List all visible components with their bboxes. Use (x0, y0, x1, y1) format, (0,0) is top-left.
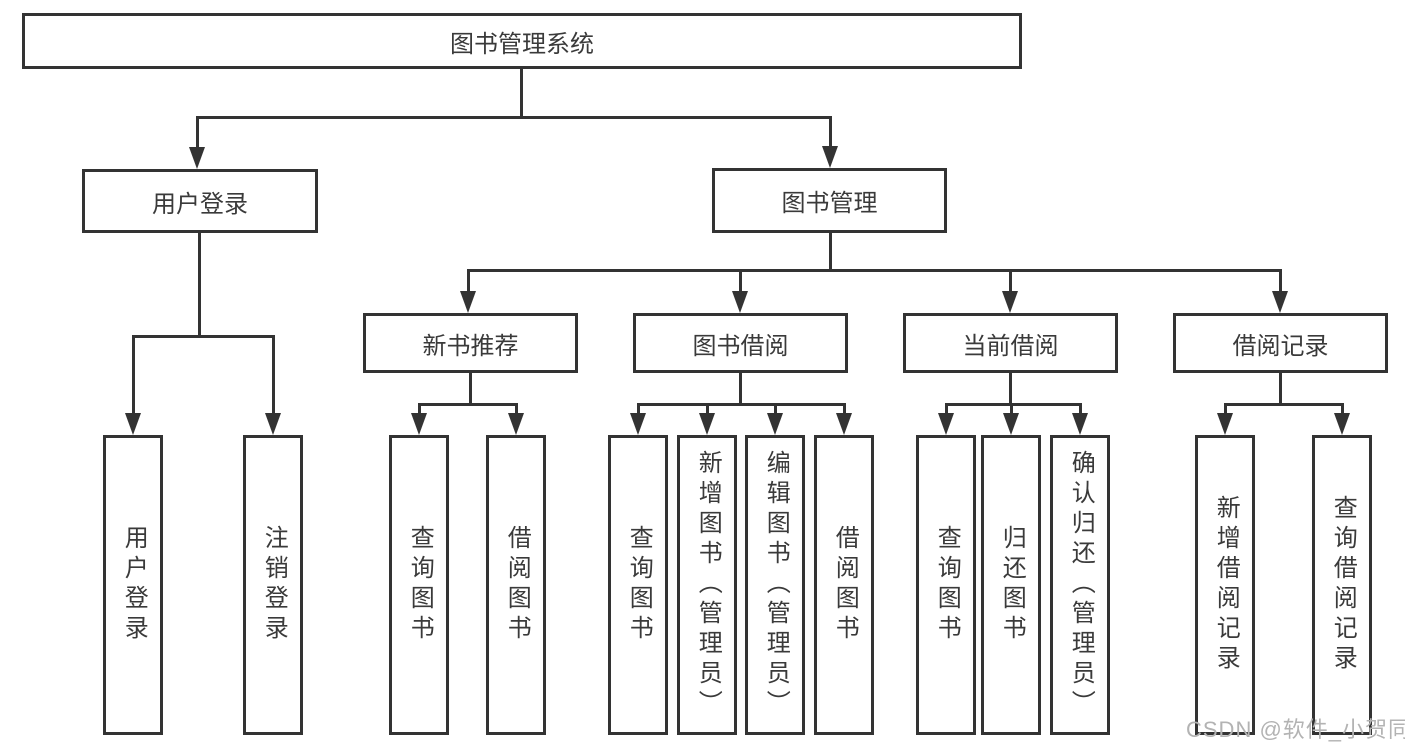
connector-line (198, 233, 201, 337)
node-label: 图书借阅 (692, 332, 789, 360)
connector-line (1279, 269, 1282, 293)
node-label: 编辑图书（管理员） (762, 450, 790, 720)
watermark: CSDN @软件_小贺同学 (1186, 717, 1405, 742)
connector-line (418, 403, 518, 406)
node-book-management: 图书管理 (712, 168, 947, 233)
arrowhead-icon (460, 291, 476, 313)
node-leaf-current-query-books: 查询图书 (916, 435, 976, 735)
node-label: 查询图书 (933, 525, 961, 645)
connector-line (1010, 403, 1013, 415)
node-leaf-borrowing-query-books: 查询图书 (608, 435, 668, 735)
node-root: 图书管理系统 (22, 13, 1022, 69)
node-leaf-user-login: 用户登录 (103, 435, 163, 735)
node-label: 当前借阅 (962, 332, 1059, 360)
node-label: 用户登录 (152, 190, 248, 218)
node-leaf-records-add-record: 新增借阅记录 (1195, 435, 1255, 735)
node-label: 新书推荐 (422, 332, 519, 360)
arrowhead-icon (411, 413, 427, 435)
connector-line (1341, 403, 1344, 415)
connector-line (272, 335, 275, 415)
arrowhead-icon (732, 291, 748, 313)
connector-line (132, 335, 275, 338)
node-label: 查询图书 (625, 525, 653, 645)
node-leaf-current-return-books: 归还图书 (981, 435, 1041, 735)
arrowhead-icon (836, 413, 852, 435)
connector-line (467, 269, 1282, 272)
connector-line (520, 68, 523, 118)
node-label: 用户登录 (120, 525, 148, 645)
connector-line (945, 403, 948, 415)
node-leaf-records-query-record: 查询借阅记录 (1312, 435, 1372, 735)
connector-line (196, 116, 832, 119)
connector-line (706, 403, 709, 415)
connector-line (1224, 403, 1227, 415)
arrowhead-icon (822, 146, 838, 168)
arrowhead-icon (938, 413, 954, 435)
node-leaf-borrowing-borrow-books: 借阅图书 (814, 435, 874, 735)
arrowhead-icon (699, 413, 715, 435)
node-label: 图书管理 (781, 190, 878, 217)
arrowhead-icon (1272, 291, 1288, 313)
connector-line (196, 116, 199, 150)
arrowhead-icon (630, 413, 646, 435)
node-leaf-current-confirm-return-admin: 确认归还（管理员） (1050, 435, 1110, 735)
node-label: 借阅记录 (1232, 332, 1329, 360)
node-new-books: 新书推荐 (363, 313, 578, 373)
node-leaf-borrowing-edit-books-admin: 编辑图书（管理员） (745, 435, 805, 735)
connector-line (829, 116, 832, 149)
arrowhead-icon (265, 413, 281, 435)
connector-line (739, 269, 742, 293)
connector-line (637, 403, 845, 406)
connector-line (469, 373, 472, 405)
node-leaf-newbooks-borrow-books: 借阅图书 (486, 435, 546, 735)
connector-line (1279, 373, 1282, 405)
node-leaf-borrowing-add-books-admin: 新增图书（管理员） (677, 435, 737, 735)
connector-line (637, 403, 640, 415)
arrowhead-icon (1072, 413, 1088, 435)
connector-line (739, 373, 742, 405)
connector-line (132, 335, 135, 415)
node-label: 确认归还（管理员） (1067, 450, 1095, 720)
arrowhead-icon (189, 147, 205, 169)
connector-line (843, 403, 846, 415)
connector-line (1009, 373, 1012, 405)
node-borrowing-records: 借阅记录 (1173, 313, 1388, 373)
arrowhead-icon (1334, 413, 1350, 435)
node-label: 图书管理系统 (450, 30, 594, 58)
arrowhead-icon (1217, 413, 1233, 435)
node-label: 新增借阅记录 (1212, 495, 1240, 675)
connector-line (1224, 403, 1344, 406)
node-current-borrowing: 当前借阅 (903, 313, 1118, 373)
connector-line (418, 403, 421, 415)
node-label: 查询借阅记录 (1329, 495, 1357, 675)
connector-line (467, 269, 470, 293)
connector-line (829, 233, 832, 271)
arrowhead-icon (767, 413, 783, 435)
node-label: 归还图书 (998, 525, 1026, 645)
connector-line (1079, 403, 1082, 415)
node-book-borrowing: 图书借阅 (633, 313, 848, 373)
node-label: 借阅图书 (831, 525, 859, 645)
arrowhead-icon (508, 413, 524, 435)
connector-line (515, 403, 518, 415)
arrowhead-icon (125, 413, 141, 435)
node-label: 查询图书 (406, 525, 434, 645)
connector-line (945, 403, 1081, 406)
connector-line (774, 403, 777, 415)
arrowhead-icon (1003, 413, 1019, 435)
arrowhead-icon (1002, 291, 1018, 313)
node-label: 借阅图书 (503, 525, 531, 645)
node-user-login: 用户登录 (82, 169, 318, 233)
node-label: 新增图书（管理员） (694, 450, 722, 720)
node-leaf-newbooks-query-books: 查询图书 (389, 435, 449, 735)
node-label: 注销登录 (260, 525, 288, 645)
node-leaf-logout: 注销登录 (243, 435, 303, 735)
connector-line (1009, 269, 1012, 293)
